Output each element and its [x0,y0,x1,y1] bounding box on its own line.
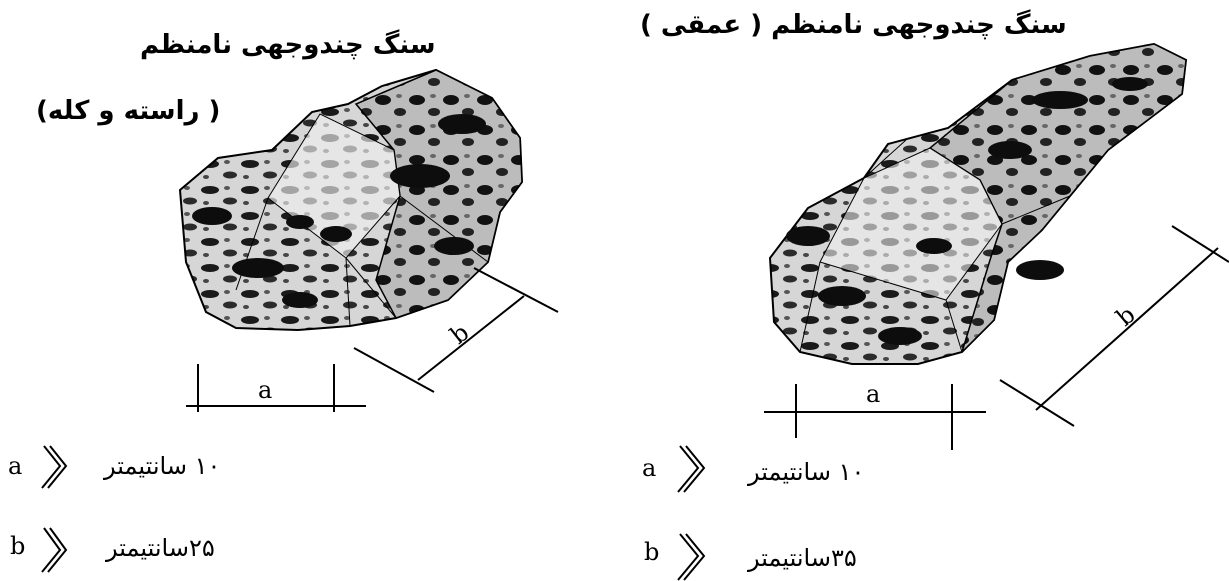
right-title: سنگ چندوجهی نامنظم ( عمقی ) [640,10,1067,40]
left-spec-a-symbol: a [8,452,23,480]
left-bracket-a [41,445,68,489]
left-spec-b-value: ۲۵سانتیمتر [106,534,215,562]
right-bracket-a [677,445,706,493]
right-spec-a-symbol: a [642,454,657,482]
right-bracket-b [677,533,706,581]
right-dimension-a [764,384,986,450]
left-stone [178,68,524,332]
left-dimension-b [353,267,559,393]
left-dimension-a [186,364,366,412]
left-title: سنگ چندوجهی نامنظم [140,30,436,60]
right-dim-a-label: a [866,380,881,408]
left-spec-a-value: ۱۰ سانتیمتر [104,452,221,480]
right-spec-b-symbol: b [644,538,660,566]
left-dim-a-label: a [258,376,273,404]
right-stone [768,42,1188,365]
left-spec-b-symbol: b [10,532,26,560]
left-bracket-b [41,527,68,573]
right-spec-a-value: ۱۰ سانتیمتر [748,458,865,486]
left-subtitle: ( راسته و کله) [36,96,221,126]
right-spec-b-value: ۳۵سانتیمتر [748,544,857,572]
right-dimension-b [999,225,1229,427]
